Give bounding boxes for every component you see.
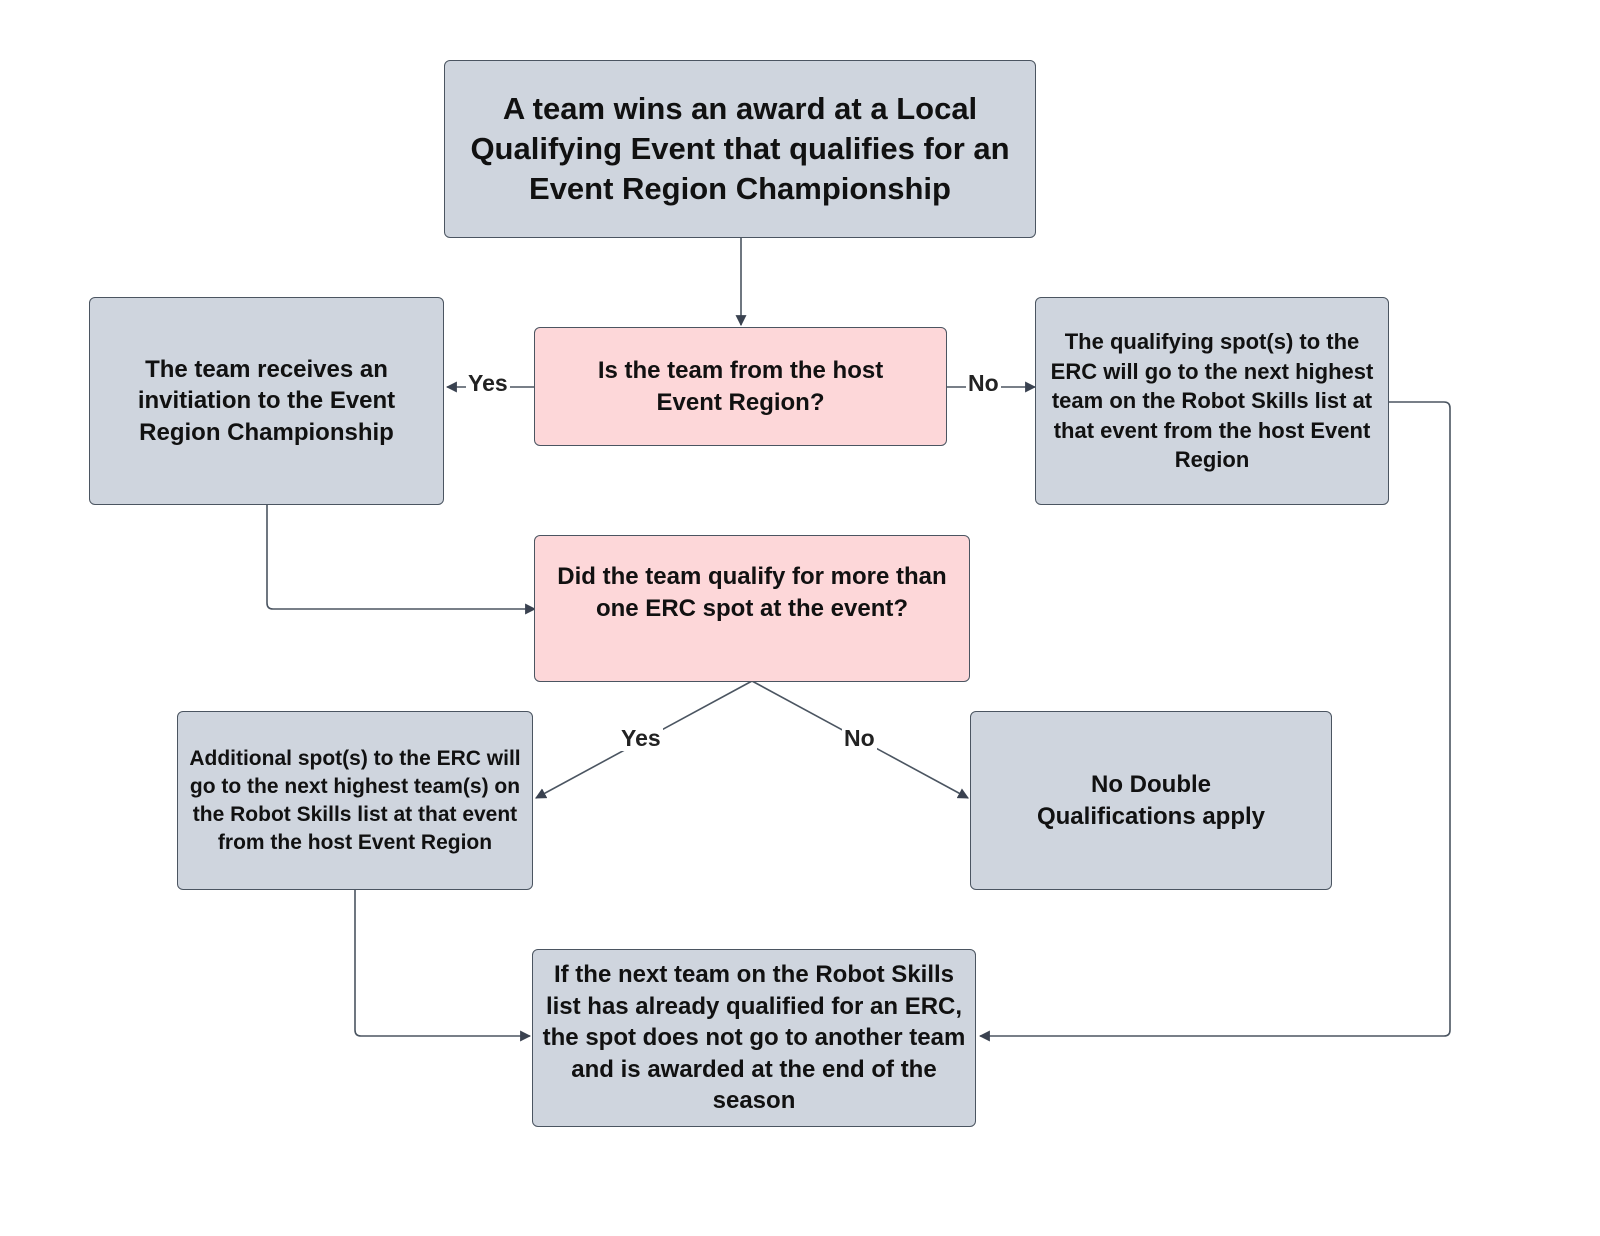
additional-spots-node: Additional spot(s) to the ERC will go to… (177, 711, 533, 890)
host-yes-label: Yes (466, 370, 510, 396)
host-region-question: Is the team from the host Event Region? (534, 327, 947, 446)
next-host-team-node-text: The qualifying spot(s) to the ERC will g… (1050, 329, 1374, 473)
no-double-node-text: No Double Qualifications apply (1036, 770, 1266, 830)
invitation-node-text: The team receives an invitiation to the … (137, 355, 396, 446)
host-region-question-text: Is the team from the host Event Region? (597, 356, 884, 416)
already-qualified-node: If the next team on the Robot Skills lis… (532, 949, 976, 1127)
start-node: A team wins an award at a Local Qualifyi… (444, 60, 1036, 238)
next-host-team-node: The qualifying spot(s) to the ERC will g… (1035, 297, 1389, 505)
edge-next-host-to-already (978, 401, 1451, 1042)
edge-additional-to-already (354, 890, 532, 1042)
host-no-label: No (966, 370, 1001, 396)
multiple-spots-question: Did the team qualify for more than one E… (534, 535, 970, 682)
multiple-no-label: No (842, 725, 877, 751)
edge-invitation-to-multiple-question (266, 505, 537, 615)
invitation-node: The team receives an invitiation to the … (89, 297, 444, 505)
start-node-text: A team wins an award at a Local Qualifyi… (470, 91, 1010, 206)
additional-spots-node-text: Additional spot(s) to the ERC will go to… (189, 746, 521, 854)
multiple-spots-question-text: Did the team qualify for more than one E… (557, 562, 947, 622)
already-qualified-node-text: If the next team on the Robot Skills lis… (542, 961, 966, 1115)
no-double-node: No Double Qualifications apply (970, 711, 1332, 890)
multiple-yes-label: Yes (619, 725, 663, 751)
